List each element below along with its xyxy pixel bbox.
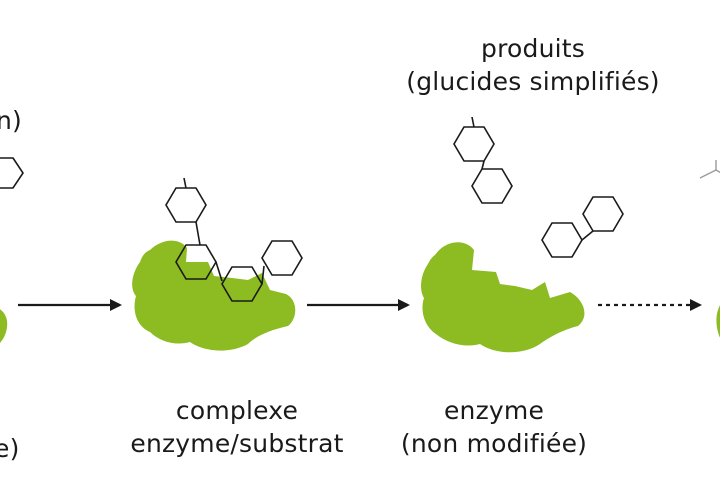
complex-substrate-chain — [165, 177, 303, 302]
free-enzyme-blob — [421, 242, 585, 353]
complex-label-line1: complexe — [175, 396, 299, 425]
enzyme-label: enzyme (non modifiée) — [376, 394, 612, 460]
complex-label: complexe enzyme/substrat — [104, 394, 370, 460]
product-disaccharide-right — [541, 196, 624, 258]
partial-product-right — [699, 160, 720, 179]
partial-label-bottom: e) — [0, 434, 20, 463]
products-label-line1: produits — [481, 34, 585, 63]
complex-enzyme-blob — [132, 240, 296, 351]
partial-enzyme-left — [0, 309, 8, 343]
partial-substrate-hexagon — [0, 157, 24, 189]
complex-label-line2: enzyme/substrat — [130, 429, 344, 458]
enzyme-label-line1: enzyme — [443, 396, 545, 425]
products-label: produits (glucides simplifiés) — [380, 32, 686, 98]
products-label-line2: (glucides simplifiés) — [406, 67, 660, 96]
partial-enzyme-right — [716, 305, 720, 338]
product-disaccharide-top — [453, 116, 513, 204]
enzyme-label-line2: (non modifiée) — [400, 429, 588, 458]
partial-label-top: n) — [0, 106, 22, 135]
